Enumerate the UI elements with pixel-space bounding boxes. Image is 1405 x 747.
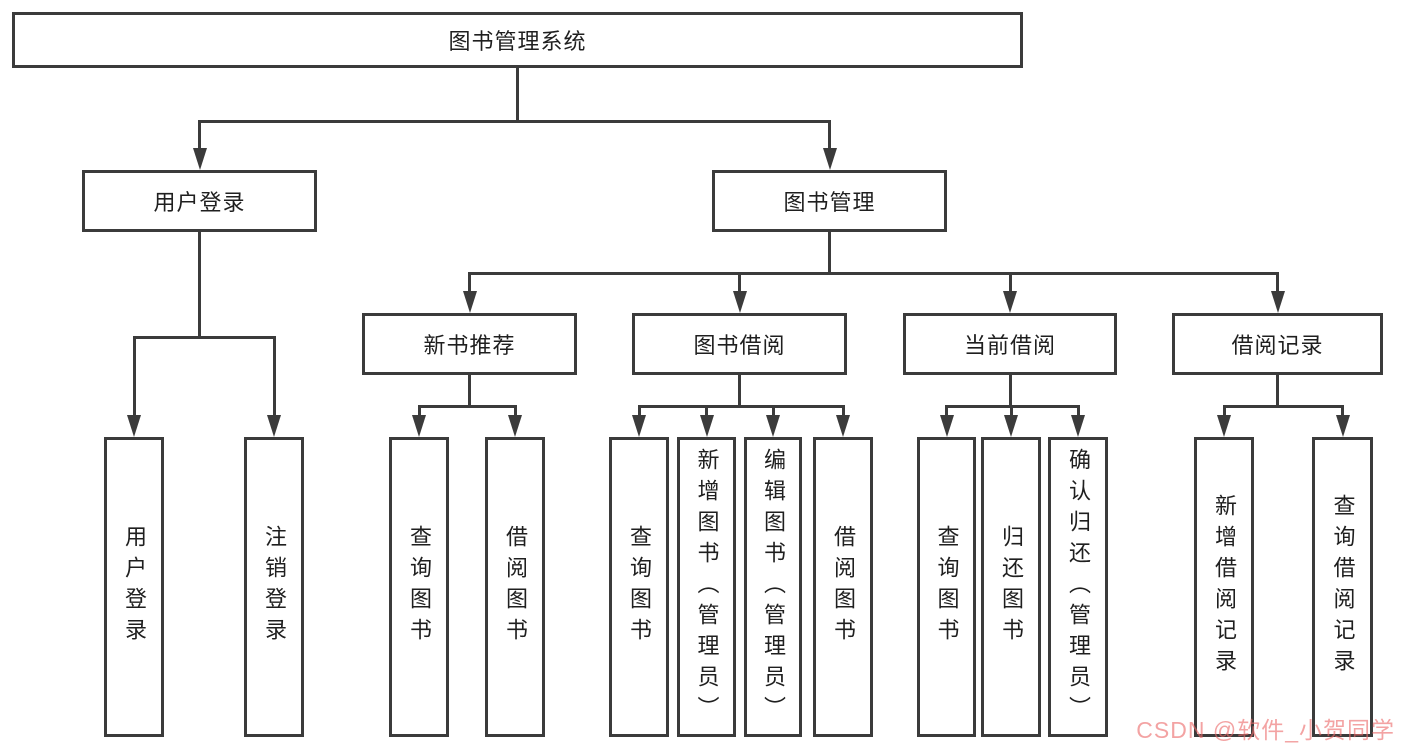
connector-drop-borrow-record bbox=[1276, 272, 1279, 295]
node-bb-add-book-admin: 新增图书（管理员） bbox=[677, 437, 736, 737]
connector-drop-ul-logout bbox=[272, 336, 276, 419]
connector-drop-nb-borrow-book bbox=[513, 405, 517, 419]
arrowhead-bb-add-book-admin bbox=[699, 415, 714, 437]
connector-drop-nb-query-book bbox=[417, 405, 421, 419]
node-cb-query-book: 查询图书 bbox=[917, 437, 976, 737]
node-user-login: 用户登录 bbox=[82, 170, 317, 232]
node-cb-return-book: 归还图书 bbox=[981, 437, 1041, 737]
connector-stem-root bbox=[516, 68, 519, 123]
arrowhead-bb-query-book bbox=[632, 415, 646, 437]
arrowhead-nb-borrow-book bbox=[508, 415, 522, 437]
connector-rail-root bbox=[198, 120, 831, 123]
connector-drop-current-borrow bbox=[1008, 272, 1012, 295]
arrowhead-cb-confirm-return-admin bbox=[1071, 415, 1085, 437]
connector-rail-book-borrow bbox=[637, 405, 845, 408]
arrowhead-current-borrow bbox=[1003, 291, 1017, 313]
arrowhead-ul-user-login bbox=[127, 415, 141, 437]
arrowhead-new-book-rec bbox=[462, 291, 477, 313]
arrowhead-nb-query-book bbox=[412, 415, 426, 437]
node-current-borrow: 当前借阅 bbox=[903, 313, 1117, 375]
node-ul-user-login: 用户登录 bbox=[104, 437, 164, 737]
connector-drop-bb-add-book-admin bbox=[705, 405, 708, 419]
node-cb-confirm-return-admin: 确认归还（管理员） bbox=[1048, 437, 1108, 737]
connector-stem-new-book-rec bbox=[468, 375, 471, 408]
node-bb-borrow-book: 借阅图书 bbox=[813, 437, 873, 737]
connector-drop-cb-confirm-return-admin bbox=[1076, 405, 1080, 419]
node-new-book-rec: 新书推荐 bbox=[362, 313, 577, 375]
arrowhead-bb-edit-book-admin bbox=[766, 415, 780, 437]
connector-drop-br-query-record bbox=[1341, 405, 1344, 419]
connector-stem-current-borrow bbox=[1008, 375, 1012, 408]
node-book-borrow: 图书借阅 bbox=[632, 313, 847, 375]
connector-stem-borrow-record bbox=[1276, 375, 1279, 408]
node-borrow-record: 借阅记录 bbox=[1172, 313, 1383, 375]
connector-drop-user-login bbox=[198, 120, 201, 152]
arrowhead-br-add-record bbox=[1217, 415, 1231, 437]
connector-drop-book-borrow bbox=[738, 272, 741, 295]
connector-stem-user-login bbox=[198, 232, 201, 339]
node-br-query-record: 查询借阅记录 bbox=[1312, 437, 1373, 737]
arrowhead-book-mgmt bbox=[822, 148, 837, 170]
connector-drop-bb-edit-book-admin bbox=[771, 405, 775, 419]
arrowhead-user-login bbox=[192, 148, 207, 170]
arrowhead-br-query-record bbox=[1335, 415, 1350, 437]
connector-rail-user-login bbox=[132, 336, 276, 339]
connector-stem-book-mgmt bbox=[828, 232, 831, 275]
connector-rail-new-book-rec bbox=[417, 405, 517, 408]
arrowhead-book-borrow bbox=[732, 291, 747, 313]
node-ul-logout: 注销登录 bbox=[244, 437, 304, 737]
node-bb-query-book: 查询图书 bbox=[609, 437, 669, 737]
connector-drop-br-add-record bbox=[1222, 405, 1226, 419]
node-nb-borrow-book: 借阅图书 bbox=[485, 437, 545, 737]
connector-drop-bb-query-book bbox=[637, 405, 641, 419]
arrowhead-cb-query-book bbox=[939, 415, 954, 437]
connector-drop-book-mgmt bbox=[828, 120, 831, 152]
connector-drop-ul-user-login bbox=[132, 336, 136, 419]
node-br-add-record: 新增借阅记录 bbox=[1194, 437, 1254, 737]
connector-drop-cb-return-book bbox=[1009, 405, 1013, 419]
arrowhead-bb-borrow-book bbox=[836, 415, 850, 437]
connector-stem-book-borrow bbox=[738, 375, 741, 408]
arrowhead-borrow-record bbox=[1270, 291, 1285, 313]
arrowhead-ul-logout bbox=[267, 415, 281, 437]
connector-rail-borrow-record bbox=[1222, 405, 1344, 408]
connector-drop-cb-query-book bbox=[945, 405, 948, 419]
node-root: 图书管理系统 bbox=[12, 12, 1023, 68]
node-book-mgmt: 图书管理 bbox=[712, 170, 947, 232]
connector-rail-book-mgmt bbox=[468, 272, 1279, 275]
node-bb-edit-book-admin: 编辑图书（管理员） bbox=[744, 437, 802, 737]
connector-drop-bb-borrow-book bbox=[841, 405, 845, 419]
connector-drop-new-book-rec bbox=[468, 272, 471, 295]
node-nb-query-book: 查询图书 bbox=[389, 437, 449, 737]
arrowhead-cb-return-book bbox=[1004, 415, 1018, 437]
